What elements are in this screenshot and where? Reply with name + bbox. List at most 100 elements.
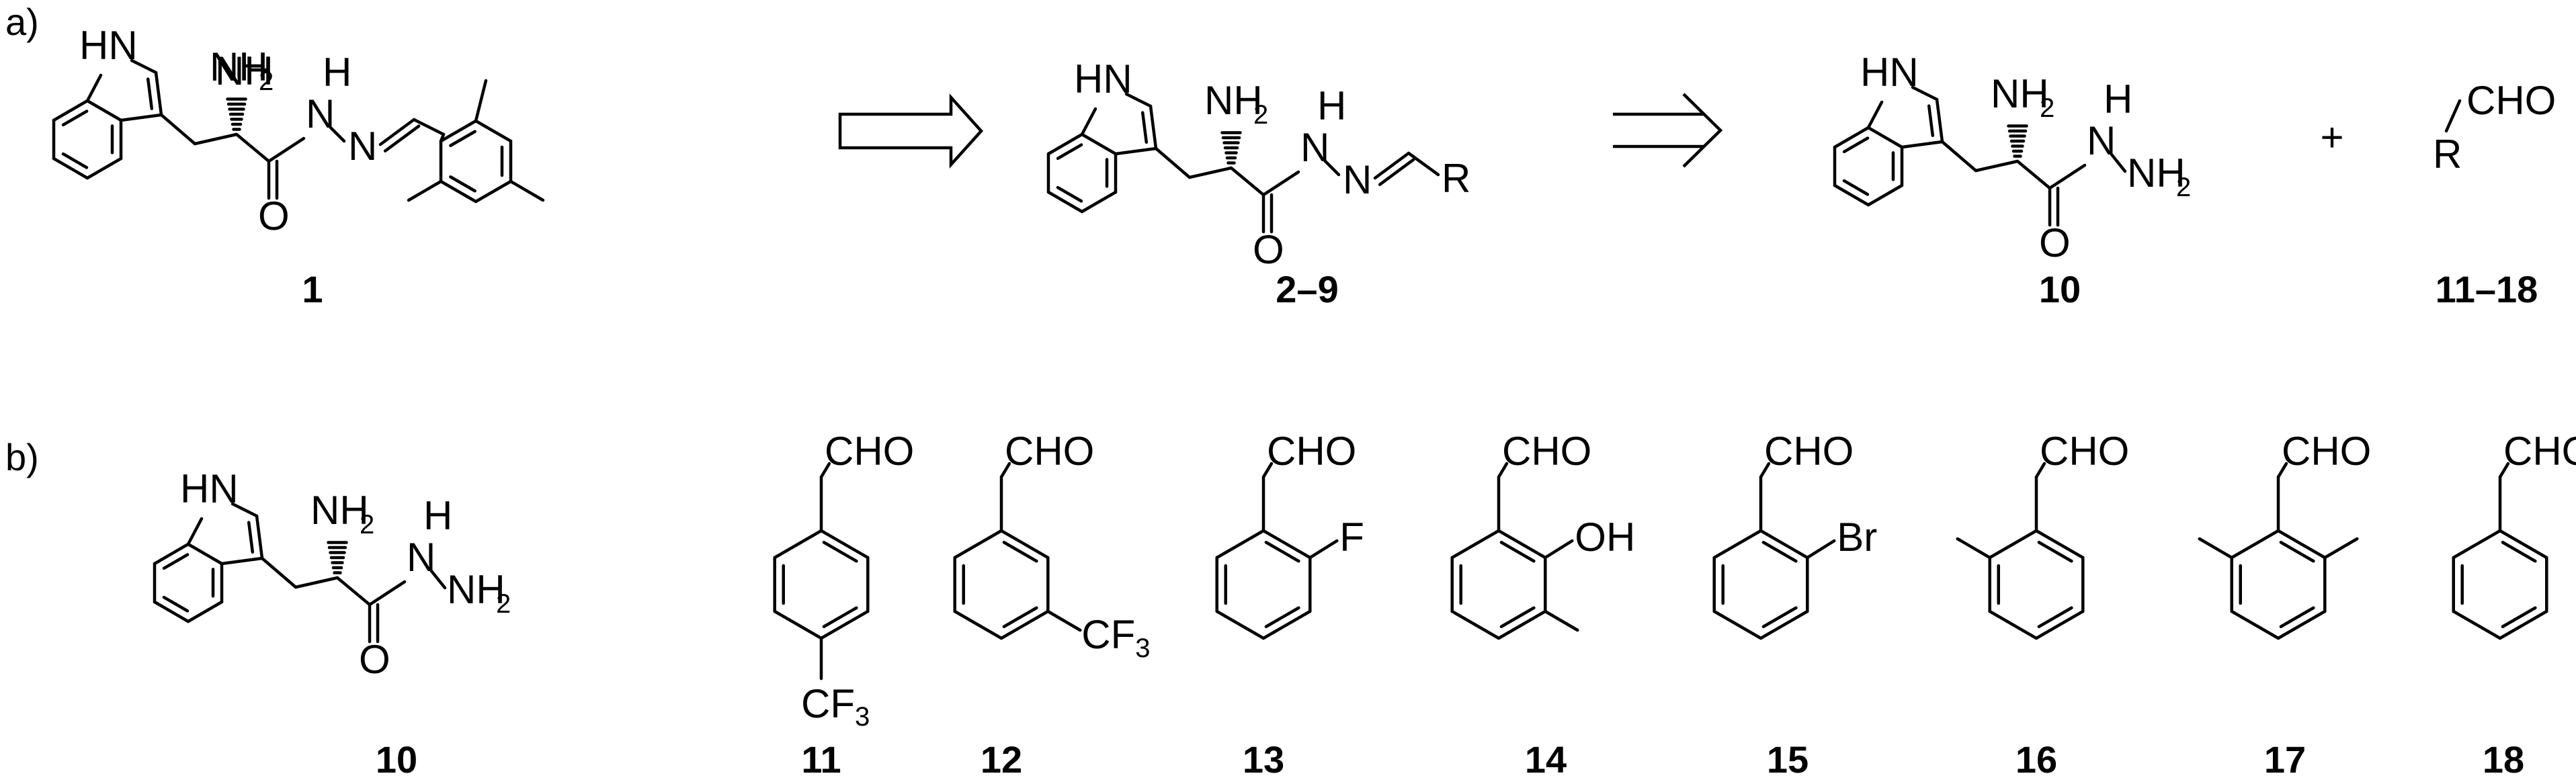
bond xyxy=(1323,159,1341,177)
pyrrole-bond xyxy=(255,514,264,560)
pyrrole-bond xyxy=(186,517,204,546)
bond xyxy=(329,126,346,143)
indole-benzene-double xyxy=(1842,179,1870,196)
bond xyxy=(2110,153,2127,173)
ring-bond xyxy=(474,179,513,204)
ring-bond xyxy=(1450,529,1501,560)
ring-double-bond xyxy=(822,606,858,628)
indole-benzene-bond xyxy=(1833,126,1870,149)
cho-label: CHO xyxy=(1005,429,1094,474)
pyrrole-bond xyxy=(1124,92,1153,108)
compound-label-13: 13 xyxy=(1243,738,1284,781)
ring-bond xyxy=(439,179,478,204)
ring-bond xyxy=(2498,609,2548,640)
ring-double-bond xyxy=(1499,606,1536,628)
indole-benzene-double xyxy=(162,595,190,613)
ring-bond xyxy=(2034,529,2085,560)
compound-label-17: 17 xyxy=(2264,738,2306,781)
terminal-nh2: NH xyxy=(2127,150,2186,195)
bond xyxy=(1261,170,1300,197)
hydroxy-label: OH xyxy=(1575,515,1635,560)
ring-bond xyxy=(999,529,1050,560)
ring-bond xyxy=(1988,529,2038,560)
methyl-bond xyxy=(407,179,443,202)
pyrrole-bond xyxy=(1114,146,1158,156)
bond xyxy=(267,136,306,163)
pyrrole-bond xyxy=(119,113,163,122)
ring-double-bond xyxy=(2037,606,2073,628)
ring-bond xyxy=(1712,609,1763,640)
cho-label: CHO xyxy=(2503,429,2576,474)
ring-bond xyxy=(1497,609,1547,640)
ring-double-bond xyxy=(1499,541,1536,563)
ch2-bond xyxy=(159,113,197,146)
imine-bond xyxy=(1373,151,1411,180)
bond xyxy=(1308,539,1339,560)
compound-label-18: 18 xyxy=(2483,738,2524,781)
nh-indole-label: HN xyxy=(180,466,239,511)
compound-label-12: 12 xyxy=(981,738,1022,781)
ch2-bond xyxy=(193,132,239,146)
indole-benzene-bond xyxy=(153,600,190,623)
indole-benzene-double xyxy=(61,152,89,169)
bond xyxy=(368,580,407,607)
cho-label: CHO xyxy=(825,429,914,474)
ring-bond xyxy=(2276,529,2327,560)
bond xyxy=(999,462,1011,479)
ring-bond xyxy=(2230,529,2280,560)
imine-bond-second xyxy=(1378,158,1415,186)
ring-bond xyxy=(1712,529,1763,560)
ring-double-bond xyxy=(449,130,476,148)
compound-label-1: 1 xyxy=(302,268,323,310)
indole-benzene-bond xyxy=(1046,132,1084,156)
ring-bond xyxy=(1215,529,1265,560)
ring-double-bond xyxy=(2501,541,2537,563)
bond xyxy=(235,132,271,163)
indole-benzene-bond xyxy=(52,157,89,180)
compound-label-10-a: 10 xyxy=(2039,268,2081,310)
ring-bond xyxy=(773,529,823,560)
bond xyxy=(2498,462,2510,479)
indole-benzene-bond xyxy=(1866,126,1904,149)
hydrazide-h1: H xyxy=(323,50,351,95)
ch2-bond xyxy=(294,576,339,589)
carbonyl-o: O xyxy=(258,193,290,238)
ring-double-bond xyxy=(1002,541,1038,563)
ring-bond xyxy=(2034,609,2085,640)
pyrrole-double xyxy=(1927,104,1935,137)
bond xyxy=(1046,609,1082,632)
indole-benzene-double xyxy=(1842,136,1870,154)
indole-benzene-bond xyxy=(1866,183,1904,207)
ring-bond xyxy=(819,529,870,560)
amine-subscript: 2 xyxy=(259,67,274,96)
cho-label: CHO xyxy=(1267,429,1356,474)
cf3-subscript: 3 xyxy=(1135,634,1150,663)
bond xyxy=(819,462,831,479)
ring-double-bond xyxy=(1761,541,1798,563)
ring-bond xyxy=(1261,529,1312,560)
ring-bond xyxy=(773,609,823,640)
ring-bond xyxy=(1261,609,1312,640)
cf3-label: CF xyxy=(801,681,855,726)
bond xyxy=(2276,462,2288,479)
bond xyxy=(439,132,446,143)
cf3-label: CF xyxy=(1081,612,1135,657)
ch2-bond xyxy=(1974,159,2020,173)
amine-subscript: 2 xyxy=(2040,93,2054,123)
pyrrole-bond xyxy=(1080,107,1097,136)
bond xyxy=(1407,151,1440,177)
indole-benzene-bond xyxy=(1833,183,1870,207)
hydrazide-h1: H xyxy=(2104,77,2132,122)
terminal-nh2: NH xyxy=(447,567,505,612)
pyrrole-bond xyxy=(1900,140,1944,149)
bond xyxy=(412,118,446,136)
ring-double-bond xyxy=(822,541,858,563)
bond xyxy=(1759,462,1771,479)
pyrrole-bond xyxy=(154,71,163,117)
bromo-label: Br xyxy=(1837,515,1877,560)
methyl-bond xyxy=(2198,537,2233,560)
ring-bond xyxy=(1450,609,1501,640)
